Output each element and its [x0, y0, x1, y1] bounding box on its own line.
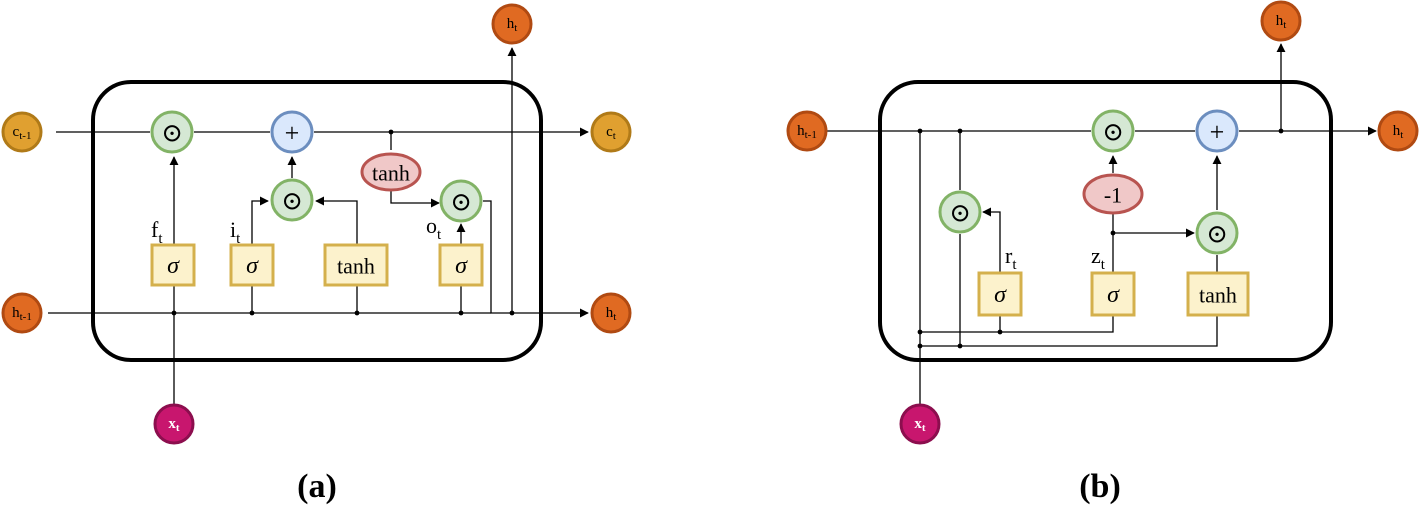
sigma-label: σ — [455, 253, 468, 279]
sigma-label: σ — [167, 253, 180, 279]
add-symbol: + — [285, 119, 300, 148]
mult-symbol: ⊙ — [1102, 118, 1124, 147]
gru-cell-frame — [878, 80, 1333, 362]
lstm-output-mult-node: ⊙ — [439, 179, 483, 223]
input-gate-label: it — [230, 217, 241, 247]
sigma-label: σ — [1107, 282, 1120, 308]
svg-text:ct: ct — [606, 124, 616, 142]
gru-update-mult-node: ⊙ — [1091, 109, 1135, 153]
svg-text:ht: ht — [507, 16, 518, 34]
gru-reset-mult-node: ⊙ — [938, 190, 982, 234]
lstm-output-c: ct — [590, 111, 632, 153]
gru-neg-one-node: -1 — [1082, 173, 1144, 215]
gru-candidate-gate: tanh — [1186, 271, 1250, 317]
gru-wires — [822, 43, 1377, 404]
add-symbol: + — [1210, 118, 1225, 147]
lstm-input-c-prev: ct-1 — [1, 111, 43, 153]
lstm-forget-mult-node: ⊙ — [150, 110, 194, 154]
gru-caption: (b) — [1079, 468, 1121, 505]
gru-add-node: + — [1195, 109, 1239, 153]
svg-text:xt: xt — [914, 416, 926, 434]
reset-gate-label: rt — [1005, 243, 1017, 273]
lstm-forget-gate: σ — [150, 243, 196, 287]
gru-reset-gate: σ — [977, 271, 1023, 317]
gru-update-gate: σ — [1090, 271, 1136, 317]
gru-output-h-top: ht — [1260, 0, 1302, 42]
gru-cell-diagram: ⊙ + ⊙ ⊙ -1 σ σ tanh — [786, 0, 1419, 505]
mult-symbol: ⊙ — [161, 119, 183, 148]
lstm-output-h-right: ht — [590, 292, 632, 334]
mult-symbol: ⊙ — [450, 188, 472, 217]
mult-symbol: ⊙ — [1206, 220, 1228, 249]
gru-output-h-right: ht — [1377, 110, 1419, 152]
svg-text:ht-1: ht-1 — [797, 123, 817, 141]
lstm-cell-frame — [91, 80, 543, 362]
tanh-label: tanh — [372, 161, 410, 186]
lstm-candidate-gate: tanh — [323, 243, 389, 287]
lstm-add-node: + — [270, 110, 314, 154]
sigma-label: σ — [994, 282, 1007, 308]
mult-symbol: ⊙ — [281, 187, 303, 216]
update-gate-label: zt — [1091, 243, 1106, 273]
svg-text:ht: ht — [1393, 123, 1404, 141]
mult-symbol: ⊙ — [949, 199, 971, 228]
gru-input-x: xt — [899, 403, 941, 445]
tanh-label: tanh — [1199, 283, 1237, 308]
svg-text:ht: ht — [606, 305, 617, 323]
lstm-input-gate: σ — [229, 243, 275, 287]
lstm-input-h-prev: ht-1 — [1, 292, 43, 334]
tanh-label: tanh — [337, 254, 375, 279]
forget-gate-label: ft — [151, 217, 163, 247]
svg-text:ht: ht — [1276, 13, 1287, 31]
sigma-label: σ — [246, 253, 259, 279]
lstm-output-gate: σ — [438, 243, 484, 287]
svg-text:ht-1: ht-1 — [12, 305, 32, 323]
output-gate-label: ot — [426, 213, 442, 243]
lstm-cell-diagram: ⊙ + ⊙ ⊙ tanh σ σ tanh — [1, 3, 632, 505]
svg-text:ct-1: ct-1 — [13, 124, 32, 142]
lstm-output-h-top: ht — [491, 3, 533, 45]
gru-input-h-prev: ht-1 — [786, 110, 828, 152]
lstm-input-mult-node: ⊙ — [270, 178, 314, 222]
lstm-caption: (a) — [297, 468, 337, 505]
svg-text:xt: xt — [168, 416, 180, 434]
neg-one-label: -1 — [1104, 183, 1122, 208]
gru-candidate-mult-node: ⊙ — [1195, 211, 1239, 255]
lstm-cell-tanh-node: tanh — [360, 152, 422, 192]
lstm-input-x: xt — [153, 403, 195, 445]
lstm-wires — [48, 47, 589, 404]
